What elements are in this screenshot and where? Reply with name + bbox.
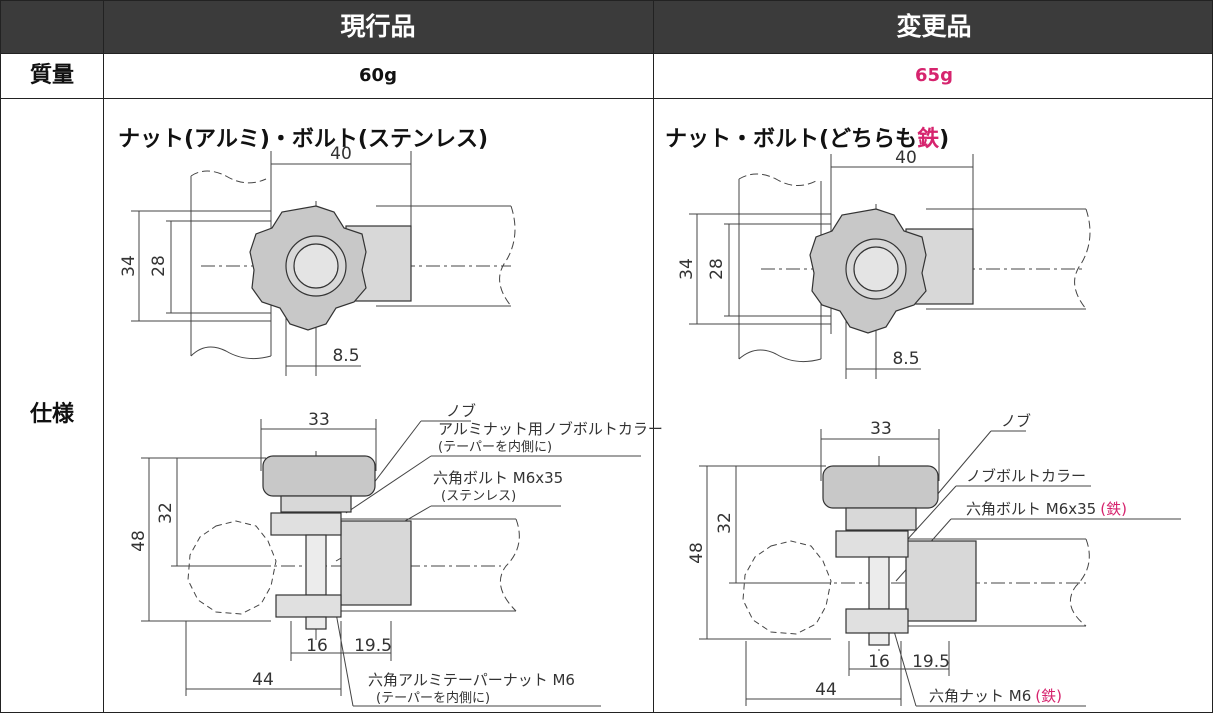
dim-28-changed: 28 bbox=[707, 258, 727, 280]
spec-row-label: 仕様 bbox=[29, 402, 74, 427]
dim-16-changed: 16 bbox=[868, 652, 890, 672]
dim-19-5: 19.5 bbox=[354, 636, 392, 656]
mass-changed: 65g bbox=[915, 65, 953, 86]
callout-knob: ノブ bbox=[446, 402, 476, 420]
callout-collar-line2: (テーパーを内側に) bbox=[438, 439, 552, 455]
callout-bolt-line2: (ステンレス) bbox=[441, 489, 516, 504]
dim-8-5-changed: 8.5 bbox=[892, 349, 919, 369]
mass-current: 60g bbox=[359, 65, 397, 86]
column-divider bbox=[103, 1, 104, 712]
callout-nut-line2: (テーパーを内側に) bbox=[376, 690, 490, 706]
callout-bolt-name: 六角ボルト M6x35 bbox=[966, 500, 1096, 518]
callout-collar-line1: アルミナット用ノブボルトカラー bbox=[438, 420, 663, 438]
callout-bolt-changed: 六角ボルト M6x35(鉄) bbox=[966, 500, 1127, 518]
dim-33: 33 bbox=[308, 410, 330, 430]
callout-nut-material: (鉄) bbox=[1035, 687, 1062, 705]
callout-collar-changed: ノブボルトカラー bbox=[966, 467, 1086, 485]
dim-48-changed: 48 bbox=[687, 542, 707, 564]
dim-44-changed: 44 bbox=[815, 680, 837, 700]
dim-34: 34 bbox=[119, 255, 139, 277]
spec-title-changed: ナット・ボルト(どちらも鉄) bbox=[665, 121, 949, 153]
dim-32-changed: 32 bbox=[715, 512, 735, 534]
callout-bolt-material: (鉄) bbox=[1100, 500, 1127, 518]
dim-34-changed: 34 bbox=[677, 258, 697, 280]
mass-row-label: 質量 bbox=[29, 63, 74, 88]
callout-bolt-line1: 六角ボルト M6x35 bbox=[433, 469, 563, 487]
callout-nut-line1: 六角アルミテーパーナット M6 bbox=[368, 671, 575, 689]
dim-8-5: 8.5 bbox=[332, 346, 359, 366]
dim-40-changed: 40 bbox=[895, 148, 917, 168]
dim-16: 16 bbox=[306, 636, 328, 656]
spec-title-changed-prefix: ナット・ボルト(どちらも bbox=[665, 127, 918, 152]
table-header bbox=[1, 1, 1212, 53]
row-divider bbox=[1, 98, 1212, 99]
dim-33-changed: 33 bbox=[870, 419, 892, 439]
spec-title-changed-accent: 鉄 bbox=[917, 127, 940, 152]
dim-28: 28 bbox=[149, 255, 169, 277]
dim-32: 32 bbox=[156, 502, 176, 524]
callout-nut-changed: 六角ナット M6(鉄) bbox=[929, 687, 1062, 705]
header-current: 現行品 bbox=[340, 12, 416, 41]
dim-48: 48 bbox=[129, 530, 149, 552]
row-divider bbox=[1, 53, 1212, 54]
dim-44: 44 bbox=[252, 670, 274, 690]
callout-knob-changed: ノブ bbox=[1001, 412, 1031, 430]
spec-title-current: ナット(アルミ)・ボルト(ステンレス) bbox=[118, 127, 488, 152]
column-divider bbox=[653, 1, 654, 712]
dim-40: 40 bbox=[330, 144, 352, 164]
header-changed: 変更品 bbox=[896, 12, 972, 41]
dim-19-5-changed: 19.5 bbox=[912, 652, 950, 672]
callout-nut-name: 六角ナット M6 bbox=[929, 687, 1031, 705]
spec-title-changed-suffix: ) bbox=[939, 127, 950, 152]
